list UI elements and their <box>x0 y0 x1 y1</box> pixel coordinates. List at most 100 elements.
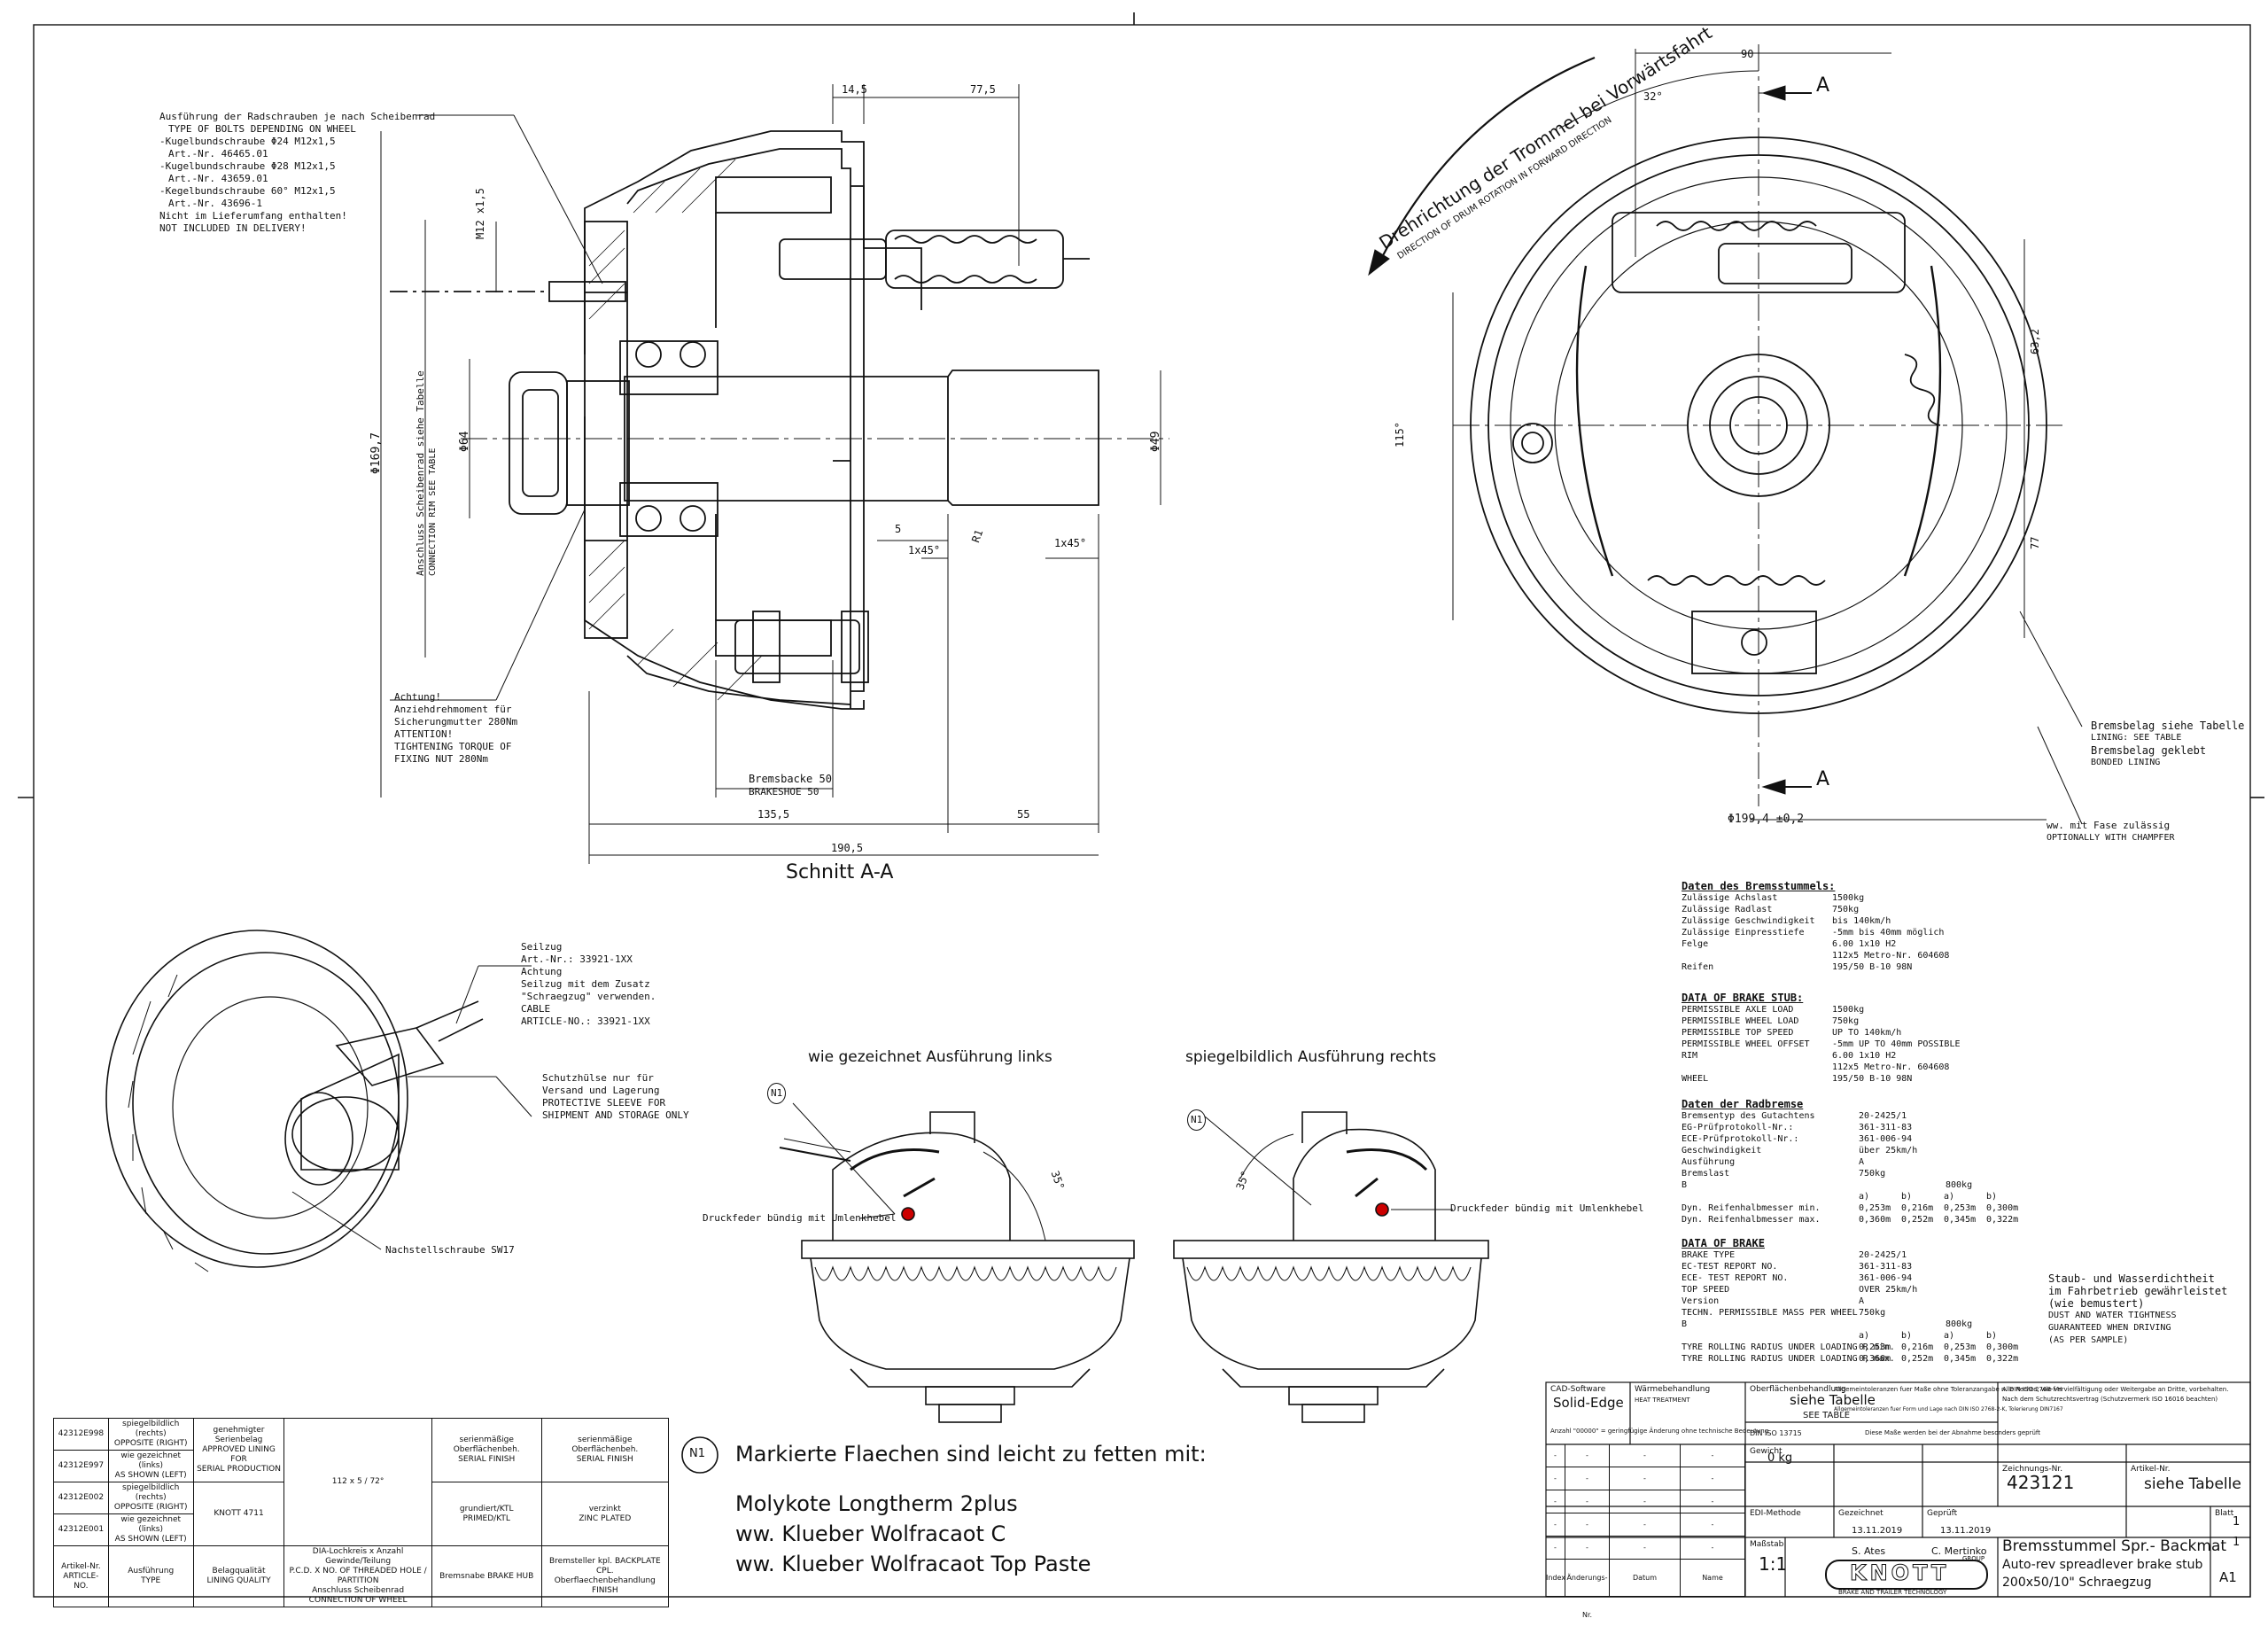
cable-line: Seilzug <box>521 941 563 953</box>
data-value: bis 140km/h <box>1832 916 1891 926</box>
lining-approved-en: APPROVED LINING FOR <box>202 1445 276 1464</box>
data-key <box>1682 950 1832 961</box>
n1-right: N1 <box>1187 1109 1207 1131</box>
surface-value: siehe Tabelle <box>1790 1392 1876 1408</box>
desc-2: Auto-rev spreadlever brake stub <box>2002 1558 2203 1572</box>
measure-note: Diese Maße werden bei der Abnahme besond… <box>1865 1429 2041 1436</box>
n1-left: N1 <box>767 1083 787 1104</box>
lining-line: BONDED LINING <box>2091 758 2161 767</box>
dim-90: 90 <box>1741 48 1754 60</box>
data-row: EG-Prüfprotokoll-Nr.:361-311-83 <box>1682 1122 2029 1133</box>
revision-cell: - <box>1610 1513 1681 1537</box>
hdr-quality-de: Belagqualität <box>212 1567 266 1576</box>
data-value: 0,253m <box>1944 1342 1977 1352</box>
revision-row: ---- <box>1546 1444 1745 1467</box>
revision-cell: - <box>1546 1513 1565 1537</box>
stub-de-title: Daten des Bremsstummels: <box>1682 880 1836 892</box>
data-key: EG-Prüfprotokoll-Nr.: <box>1682 1123 1794 1132</box>
dim-5: 5 <box>895 523 902 535</box>
var-type-de: wie gezeichnet (links) <box>120 1515 182 1534</box>
data-key: EC-TEST REPORT NO. <box>1682 1262 1778 1272</box>
company-group: GROUP <box>1962 1555 1985 1562</box>
var-type: spiegelbildlich (rechts)OPPOSITE (RIGHT) <box>107 1482 194 1514</box>
spring-note-left: Druckfeder bündig mit Umlenkhebel <box>703 1212 897 1224</box>
hdr-plate-de: Bremsteller kpl. <box>548 1557 613 1566</box>
data-value: 1500kg <box>1832 893 1865 903</box>
data-value: 0,322m <box>1986 1354 2019 1364</box>
lining-line: Bremsbelag geklebt <box>2091 744 2207 757</box>
heat-label: Wärmebehandlung <box>1635 1385 1711 1394</box>
hdr-hub-de: Bremsnabe <box>439 1571 485 1581</box>
bolt-note-line: TYPE OF BOLTS DEPENDING ON WHEEL <box>168 123 356 135</box>
data-row: ECE-Prüfprotokoll-Nr.:361-006-94 <box>1682 1133 2029 1145</box>
approved-by: C. Mertinko <box>1931 1545 1987 1557</box>
data-value: 750kg <box>1832 905 1860 914</box>
data-row: 112x5 Metro-Nr. 604608 <box>1682 1062 2029 1073</box>
data-value: 0,360m <box>1859 1354 1891 1364</box>
data-value: 0,253m <box>1859 1342 1891 1352</box>
revision-cell: - <box>1546 1467 1565 1490</box>
bolt-note-line: Ausführung der Radschrauben je nach Sche… <box>159 111 436 122</box>
section-dimensions <box>380 84 1161 864</box>
revision-cell: - <box>1546 1444 1565 1467</box>
data-key: Dyn. Reifenhalbmesser min. <box>1682 1203 1821 1213</box>
heat-value: HEAT TREATMENT <box>1635 1397 1690 1404</box>
sleeve-line: PROTECTIVE SLEEVE FOR <box>542 1097 666 1109</box>
dust-line: DUST AND WATER TIGHTNESS <box>2048 1311 2177 1320</box>
data-value: 800kg <box>1946 1319 1973 1329</box>
cad-label: CAD-Software <box>1550 1385 1606 1394</box>
data-value: 20-2425/1 <box>1859 1250 1907 1260</box>
data-value: 0,252m <box>1901 1215 1934 1225</box>
cable-line: "Schraegzug" verwenden. <box>521 991 656 1002</box>
hdr-type-de: Ausführung <box>128 1567 175 1576</box>
hdr-pcd-2: P.C.D. X NO. OF THREADED HOLE / PARTITIO… <box>289 1567 427 1585</box>
copyright: Alle Rechte, wie Vervielfältigung oder W… <box>2002 1386 2229 1403</box>
dim-135-5: 135,5 <box>757 808 790 821</box>
data-value: 0,253m <box>1944 1203 1977 1213</box>
data-value: 195/50 B-10 98N <box>1832 962 1913 972</box>
dim-77: 77 <box>2029 536 2041 549</box>
zinc-en: ZINC PLATED <box>579 1513 632 1523</box>
data-value: 800kg <box>1946 1180 1973 1190</box>
anschluss-label-de: Anschluss Scheibenrad siehe Tabelle <box>415 370 426 576</box>
var-type-de: spiegelbildlich (rechts) <box>122 1483 180 1502</box>
dust-line: im Fahrbetrieb gewährleistet <box>2048 1285 2228 1297</box>
sleeve-note: Schutzhülse nur für Versand und Lagerung… <box>542 1072 689 1122</box>
tolerance-2: Allgemeintoleranzen fuer Form und Lage n… <box>1834 1406 2063 1412</box>
finish1-en: SERIAL FINISH <box>458 1455 516 1464</box>
revision-cell: - <box>1565 1490 1610 1513</box>
data-value: 361-006-94 <box>1859 1273 1913 1283</box>
revision-table: -------------------- <box>1546 1444 1745 1560</box>
dim-77-5: 77,5 <box>970 83 996 96</box>
hdr-art: Artikel-Nr.ARTICLE-NO. <box>53 1545 109 1607</box>
cable-line: Seilzug mit dem Zusatz <box>521 978 650 990</box>
revision-cell: - <box>1681 1444 1745 1467</box>
weight-label: Gewicht <box>1750 1447 1783 1456</box>
data-value: a) <box>1859 1192 1870 1202</box>
grease-item-1: Molykote Longtherm 2plus <box>735 1491 1018 1516</box>
var-pcd: 112 x 5 / 72° <box>284 1418 432 1546</box>
lining-approved-en2: SERIAL PRODUCTION <box>197 1465 281 1474</box>
revision-cell: - <box>1610 1490 1681 1513</box>
data-value: 195/50 B-10 98N <box>1832 1074 1913 1084</box>
data-key: ECE- TEST REPORT NO. <box>1682 1273 1789 1283</box>
data-value: 361-006-94 <box>1859 1134 1913 1144</box>
data-value: 0,300m <box>1986 1203 2019 1213</box>
data-value: 750kg <box>1859 1308 1886 1318</box>
data-key: BRAKE TYPE <box>1682 1250 1736 1260</box>
dust-line: Staub- und Wasserdichtheit <box>2048 1272 2215 1285</box>
dim-d199-4: Φ199,4 ±0,2 <box>1728 813 1805 826</box>
lining-line: Bremsbelag siehe Tabelle <box>2091 720 2245 732</box>
brake-de-title: Daten der Radbremse <box>1682 1098 1804 1110</box>
data-value: a) <box>1859 1331 1870 1341</box>
